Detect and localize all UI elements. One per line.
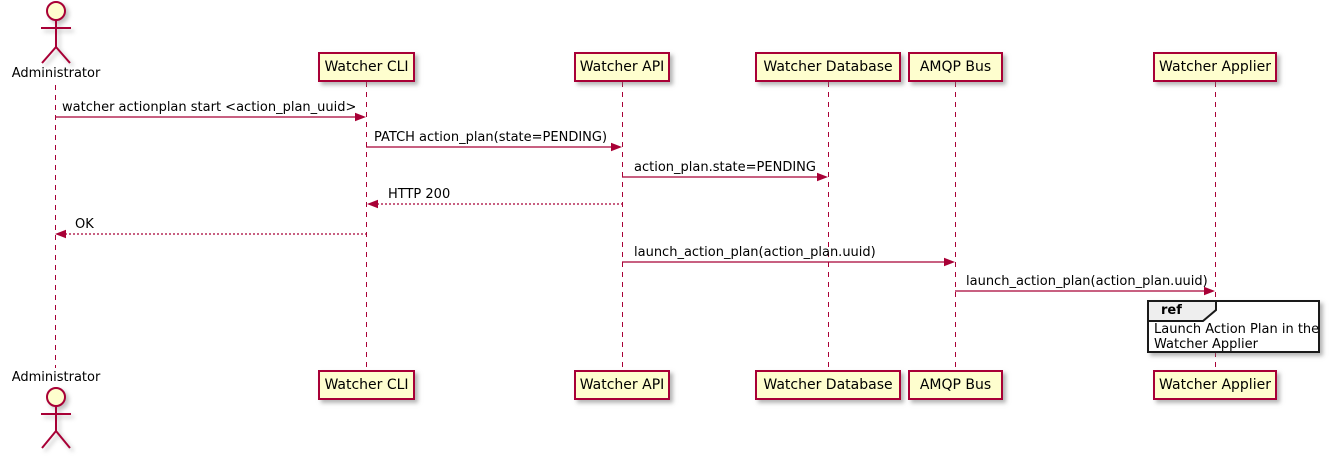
participant-watcher-applier-bottom: Watcher Applier: [1153, 370, 1277, 400]
message-arrows: [55, 112, 1215, 296]
ref-text-line2: Watcher Applier: [1154, 337, 1258, 352]
participant-watcher-api-bottom: Watcher API: [574, 370, 670, 400]
arrowhead-right-icon: [355, 112, 366, 122]
participant-watcher-applier-top: Watcher Applier: [1153, 52, 1277, 82]
ref-tab-shape: [1147, 300, 1217, 322]
message-label-1: watcher actionplan start <action_plan_uu…: [62, 100, 357, 115]
arrowhead-right-icon: [1204, 286, 1215, 296]
message-label-2: PATCH action_plan(state=PENDING): [374, 130, 608, 145]
ref-keyword: ref: [1161, 303, 1182, 318]
arrowhead-right-icon: [944, 257, 955, 267]
actor-label-top: Administrator: [11, 66, 101, 81]
participant-watcher-database-bottom: Watcher Database: [755, 370, 901, 400]
message-label-5: OK: [75, 217, 94, 232]
participant-watcher-cli-top: Watcher CLI: [318, 52, 415, 82]
participant-amqp-bus-bottom: AMQP Bus: [908, 370, 1003, 400]
arrowhead-right-icon: [611, 142, 622, 152]
participant-amqp-bus-top: AMQP Bus: [908, 52, 1003, 82]
actor-icon-bottom: [41, 387, 71, 449]
arrowhead-left-icon: [367, 199, 378, 209]
message-label-6: launch_action_plan(action_plan.uuid): [634, 245, 876, 260]
lifelines: [55, 82, 1216, 370]
ref-text: Launch Action Plan in the Watcher Applie…: [1154, 322, 1320, 352]
actor-label-bottom: Administrator: [11, 370, 101, 385]
participant-watcher-api-top: Watcher API: [574, 52, 670, 82]
ref-fragment: ref Launch Action Plan in the Watcher Ap…: [1147, 300, 1320, 353]
message-label-7: launch_action_plan(action_plan.uuid): [966, 274, 1208, 289]
message-label-4: HTTP 200: [388, 187, 451, 202]
participant-watcher-cli-bottom: Watcher CLI: [318, 370, 415, 400]
message-label-3: action_plan.state=PENDING: [634, 160, 816, 175]
actor-icon-top: [41, 1, 71, 64]
ref-text-line1: Launch Action Plan in the: [1154, 322, 1320, 337]
participant-watcher-database-top: Watcher Database: [755, 52, 901, 82]
arrowhead-right-icon: [817, 172, 828, 182]
arrowhead-left-icon: [55, 229, 66, 239]
